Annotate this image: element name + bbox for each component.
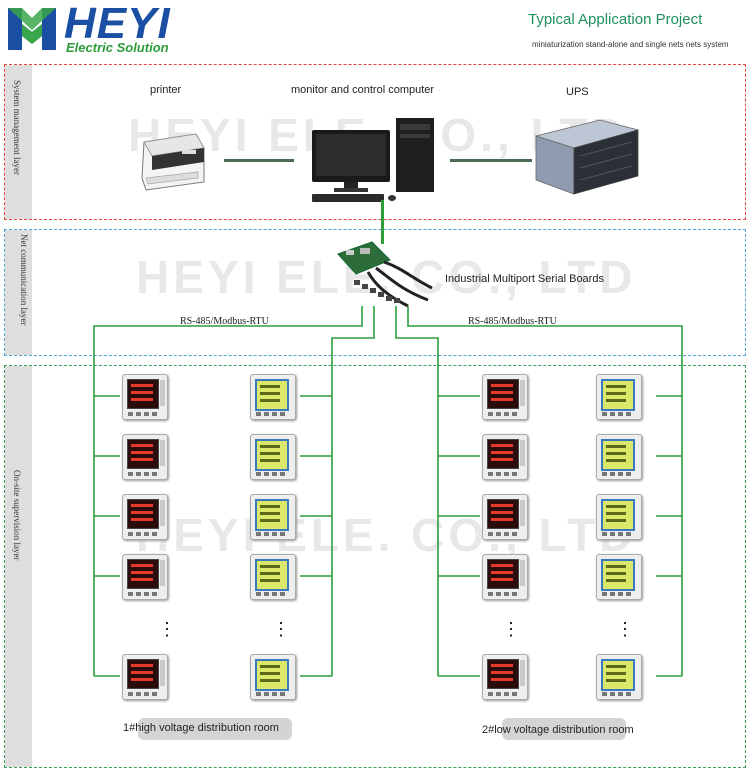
computer-label: monitor and control computer — [291, 84, 435, 96]
meter-red[interactable] — [482, 374, 528, 420]
logo: HEYI Electric Solution — [6, 0, 202, 55]
layer-label-onsite: On-site supervision layer — [12, 470, 22, 561]
link-printer-computer — [224, 159, 294, 162]
printer-label: printer — [150, 84, 182, 96]
ellipsis-icon: ⋮ — [502, 619, 520, 639]
room-label-left: 1#high voltage distribution room — [123, 722, 279, 734]
meter-lcd[interactable] — [250, 654, 296, 700]
layer-label-bg — [5, 366, 32, 767]
meter-lcd[interactable] — [250, 374, 296, 420]
layer-label-bg — [5, 230, 32, 355]
meter-red[interactable] — [122, 374, 168, 420]
link-computer-serial — [381, 200, 384, 244]
meter-lcd[interactable] — [596, 434, 642, 480]
room-label-right: 2#low voltage distribution room — [482, 724, 634, 736]
protocol-label-right: RS-485/Modbus-RTU — [468, 316, 557, 327]
protocol-label-left: RS-485/Modbus-RTU — [180, 316, 269, 327]
layer-label-system: System management layer — [12, 80, 22, 175]
system-management-layer — [4, 64, 746, 220]
meter-red[interactable] — [482, 554, 528, 600]
meter-red[interactable] — [482, 654, 528, 700]
meter-lcd[interactable] — [250, 434, 296, 480]
ellipsis-icon: ⋮ — [616, 619, 634, 639]
meter-red[interactable] — [122, 554, 168, 600]
ups-icon — [534, 119, 640, 195]
logo-text: HEYI — [64, 0, 171, 48]
meter-red[interactable] — [122, 654, 168, 700]
printer-icon — [141, 133, 205, 191]
onsite-supervision-layer — [4, 365, 746, 768]
page-subtitle: miniaturization stand-alone and single n… — [532, 40, 729, 49]
room-label-bg — [138, 718, 292, 740]
layer-label-bg — [5, 65, 32, 219]
logo-mark — [8, 8, 56, 50]
watermark-bottom: HEYI ELE. CO., LTD — [136, 509, 637, 561]
meter-lcd[interactable] — [596, 654, 642, 700]
meter-lcd[interactable] — [596, 554, 642, 600]
room-label-bg — [502, 718, 626, 740]
net-communication-layer — [4, 229, 746, 356]
meter-red[interactable] — [482, 494, 528, 540]
meter-lcd[interactable] — [596, 374, 642, 420]
ellipsis-icon: ⋮ — [158, 619, 176, 639]
meter-red[interactable] — [122, 494, 168, 540]
link-computer-ups — [450, 159, 532, 162]
logo-subtitle: Electric Solution — [66, 40, 169, 55]
serial-board-icon — [337, 241, 433, 308]
layer-label-net: Net communication layer — [19, 234, 29, 326]
page-title: Typical Application Project — [528, 11, 703, 28]
serial-board-label: Industrial Multiport Serial Boards — [445, 273, 604, 285]
meter-lcd[interactable] — [250, 554, 296, 600]
meter-red[interactable] — [482, 434, 528, 480]
ellipsis-icon: ⋮ — [272, 619, 290, 639]
meter-red[interactable] — [122, 434, 168, 480]
computer-icon — [312, 118, 434, 202]
meter-lcd[interactable] — [250, 494, 296, 540]
meter-lcd[interactable] — [596, 494, 642, 540]
ups-label: UPS — [566, 86, 589, 98]
